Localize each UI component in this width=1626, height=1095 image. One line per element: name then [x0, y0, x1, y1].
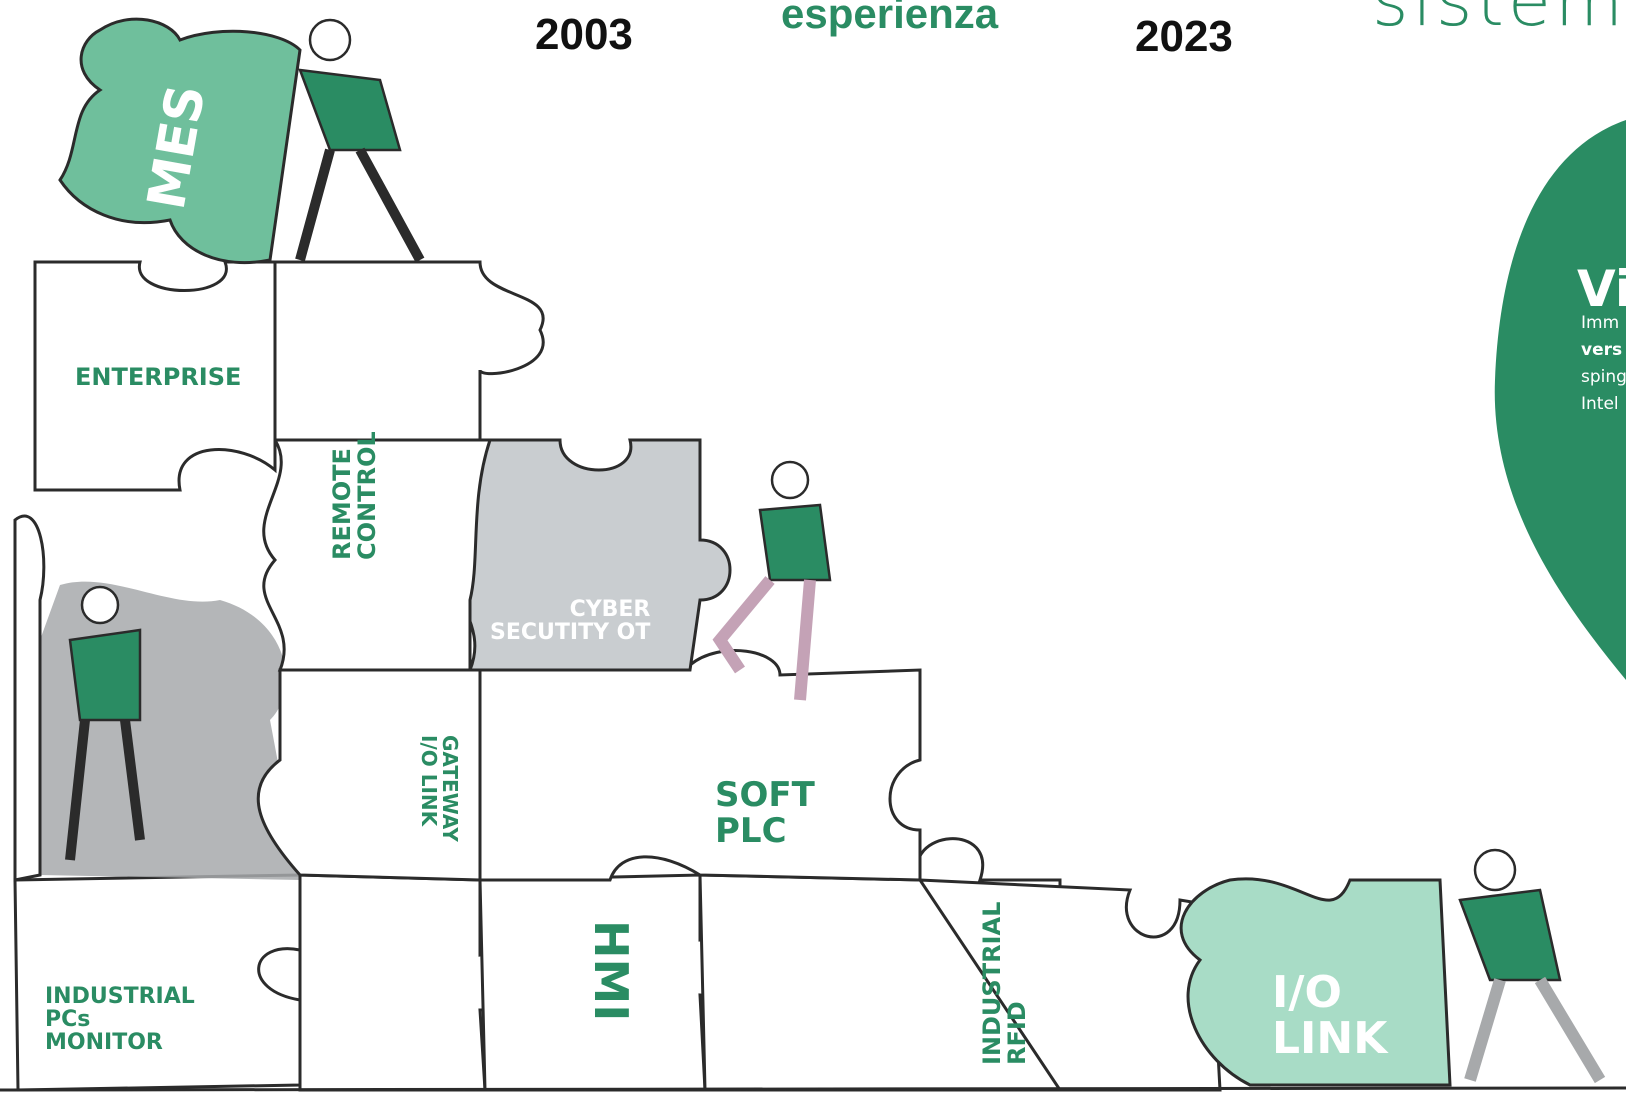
puzzle-piece-gateway [256, 668, 512, 882]
year-end: 2023 [1135, 12, 1233, 61]
experience-word: esperienza [781, 0, 999, 37]
person-left [65, 585, 145, 861]
label-soft-plc: SOFT PLC [715, 775, 815, 851]
puzzle-piece-enterprise-right [273, 260, 545, 442]
label-pcs-line-3: MONITOR [45, 1030, 163, 1056]
label-gateway: GATEWAY I/O LINK [417, 735, 462, 842]
label-industrial-pcs: INDUSTRIAL PCs MONITOR [45, 985, 195, 1054]
label-cyber-line-1: CYBER [569, 597, 651, 622]
label-soft-line-2: PLC [715, 810, 787, 851]
side-panel-shape [1494, 120, 1626, 680]
label-cyber-line-2: SECUTITY OT [490, 620, 651, 646]
side-panel-line-1: Imm [1581, 313, 1620, 333]
label-remote-line-2: CONTROL [353, 431, 382, 560]
label-remote-control: REMOTE CONTROL [328, 431, 382, 560]
label-gateway-line-1: GATEWAY [438, 735, 462, 842]
side-panel-line-3: sping [1581, 367, 1626, 387]
person-top [295, 18, 425, 263]
label-gateway-line-2: I/O LINK [417, 735, 441, 827]
label-industrial-rfid: INDUSTRIAL RFID [978, 901, 1032, 1065]
label-rfid-line-1: INDUSTRIAL [978, 901, 1006, 1065]
puzzle-piece-soft-plc [478, 649, 922, 882]
person-climbing [712, 460, 832, 701]
puzzle-piece-remote [262, 438, 493, 672]
person-pushing [1458, 848, 1606, 1084]
label-pcs-line-2: PCs [45, 1007, 91, 1033]
puzzle-piece-dark-shadow [21, 581, 300, 880]
label-remote-line-1: REMOTE [328, 448, 356, 560]
ground-line [0, 1086, 1626, 1092]
puzzle-piece-industrial-pcs [13, 873, 302, 1092]
side-panel-heading: Vi [1577, 260, 1626, 318]
label-io-line-1: I/O [1272, 967, 1342, 1018]
label-enterprise: ENTERPRISE [75, 363, 242, 391]
label-io-line-2: LINK [1272, 1013, 1388, 1065]
label-rfid-line-2: RFID [1003, 1001, 1032, 1065]
year-start: 2003 [535, 10, 633, 59]
label-pcs-line-1: INDUSTRIAL [45, 984, 195, 1009]
puzzle-piece-mes [58, 17, 302, 265]
side-panel-line-4: Intel [1581, 394, 1619, 414]
label-cyber-security: CYBER SECUTITY OT [490, 598, 650, 644]
brand-fragment: sistem [1372, 0, 1626, 42]
puzzle-piece-left-column [13, 514, 46, 882]
label-soft-line-1: SOFT [715, 775, 815, 815]
label-io-link: I/O LINK [1272, 967, 1388, 1065]
label-hmi: HMI [584, 920, 638, 1022]
puzzle-piece-io-link [1179, 877, 1452, 1087]
side-panel-line-2: vers [1581, 340, 1623, 360]
